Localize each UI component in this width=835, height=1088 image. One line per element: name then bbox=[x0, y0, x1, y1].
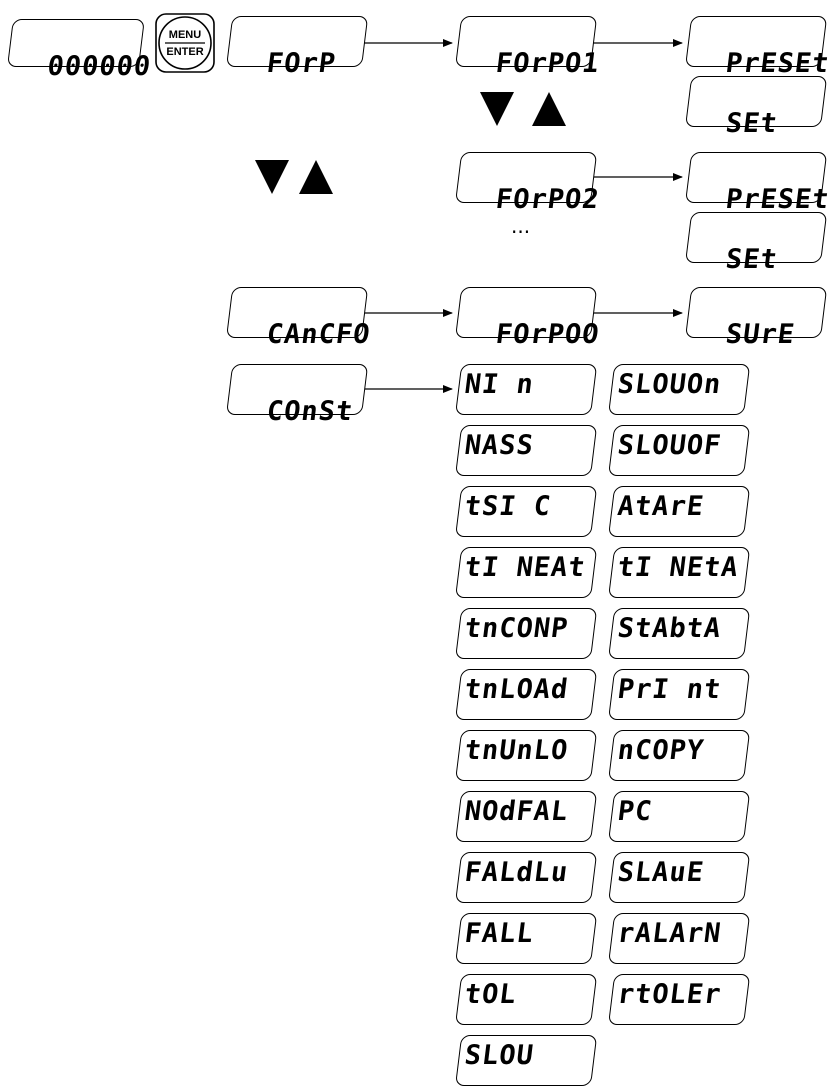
param-label: PC bbox=[615, 796, 655, 827]
menu-enter-button[interactable]: MENU ENTER bbox=[154, 12, 216, 74]
menu-forp00[interactable]: FOrPOO bbox=[455, 287, 601, 350]
menu-forp02-label: FOrPO2 bbox=[494, 184, 602, 215]
param-box[interactable]: FALL bbox=[455, 913, 598, 964]
param-box[interactable]: tnCONP bbox=[455, 608, 598, 659]
param-box[interactable]: SLOUOn bbox=[608, 364, 751, 415]
param-box[interactable]: SLOU bbox=[455, 1035, 598, 1086]
param-box[interactable]: tnUnLO bbox=[455, 730, 598, 781]
param-box[interactable]: NOdFAL bbox=[455, 791, 598, 842]
param-label: tnUnLO bbox=[462, 735, 571, 766]
param-box[interactable]: SLOUOF bbox=[608, 425, 751, 476]
menu-forp[interactable]: FOrP bbox=[226, 16, 369, 79]
enter-label: ENTER bbox=[166, 46, 203, 58]
param-label: tnLOAd bbox=[462, 674, 571, 705]
connector-arrows bbox=[362, 39, 683, 393]
down-arrow-icon bbox=[480, 92, 514, 126]
menu-forp00-label: FOrPOO bbox=[494, 319, 602, 350]
menu-forp01-set[interactable]: SEt bbox=[685, 76, 828, 139]
param-box[interactable]: tSI C bbox=[455, 486, 598, 537]
set-label: SEt bbox=[724, 108, 780, 139]
param-label: nCOPY bbox=[615, 735, 706, 766]
menu-sure[interactable]: SUrE bbox=[685, 287, 828, 350]
param-box[interactable]: StAbtA bbox=[608, 608, 751, 659]
param-box[interactable]: AtArE bbox=[608, 486, 751, 537]
menu-sure-label: SUrE bbox=[724, 319, 797, 350]
param-label: NASS bbox=[462, 430, 536, 461]
param-label: rALArN bbox=[615, 918, 724, 949]
preset-label: PrESEt bbox=[724, 184, 832, 215]
up-arrow-icon bbox=[532, 92, 566, 126]
param-label: NI n bbox=[462, 369, 536, 400]
param-box[interactable]: tI NEAt bbox=[455, 547, 598, 598]
param-box[interactable]: PrI nt bbox=[608, 669, 751, 720]
param-label: tI NEAt bbox=[462, 552, 588, 583]
param-box[interactable]: tI NEtA bbox=[608, 547, 751, 598]
param-label: SLOUOF bbox=[615, 430, 724, 461]
param-box[interactable]: SLAuE bbox=[608, 852, 751, 903]
param-label: FALL bbox=[462, 918, 536, 949]
menu-forp-label: FOrP bbox=[265, 48, 338, 79]
set-label: SEt bbox=[724, 244, 780, 275]
menu-forp01-preset[interactable]: PrESEt bbox=[685, 16, 831, 79]
param-box[interactable]: PC bbox=[608, 791, 751, 842]
param-box[interactable]: tnLOAd bbox=[455, 669, 598, 720]
menu-cancfo-label: CAnCFO bbox=[265, 319, 373, 350]
menu-forp02[interactable]: FOrPO2 bbox=[455, 152, 601, 215]
param-label: rtOLEr bbox=[615, 979, 724, 1010]
menu-const[interactable]: COnSt bbox=[226, 364, 369, 427]
menu-forp01-label: FOrPO1 bbox=[494, 48, 602, 79]
param-label: SLAuE bbox=[615, 857, 706, 888]
param-box[interactable]: rtOLEr bbox=[608, 974, 751, 1025]
param-label: StAbtA bbox=[615, 613, 724, 644]
menu-label: MENU bbox=[169, 29, 201, 41]
param-label: NOdFAL bbox=[462, 796, 571, 827]
param-box[interactable]: FALdLu bbox=[455, 852, 598, 903]
param-box[interactable]: NASS bbox=[455, 425, 598, 476]
down-arrow-icon bbox=[255, 160, 289, 194]
menu-forp02-preset[interactable]: PrESEt bbox=[685, 152, 831, 215]
menu-const-label: COnSt bbox=[265, 396, 356, 427]
param-label: tOL bbox=[462, 979, 519, 1010]
param-label: PrI nt bbox=[615, 674, 724, 705]
preset-label: PrESEt bbox=[724, 48, 832, 79]
display-box: 000000 bbox=[7, 19, 153, 82]
param-box[interactable]: nCOPY bbox=[608, 730, 751, 781]
param-label: tI NEtA bbox=[615, 552, 741, 583]
param-label: tSI C bbox=[462, 491, 553, 522]
param-box[interactable]: rALArN bbox=[608, 913, 751, 964]
param-label: tnCONP bbox=[462, 613, 571, 644]
param-label: FALdLu bbox=[462, 857, 571, 888]
param-label: SLOUOn bbox=[615, 369, 724, 400]
up-arrow-icon bbox=[299, 160, 333, 194]
param-box[interactable]: NI n bbox=[455, 364, 598, 415]
menu-forp01[interactable]: FOrPO1 bbox=[455, 16, 601, 79]
param-label: SLOU bbox=[462, 1040, 536, 1071]
menu-forp02-set[interactable]: SEt bbox=[685, 212, 828, 275]
param-box[interactable]: tOL bbox=[455, 974, 598, 1025]
menu-cancfo[interactable]: CAnCFO bbox=[226, 287, 372, 350]
display-value: 000000 bbox=[45, 51, 154, 82]
param-label: AtArE bbox=[615, 491, 706, 522]
ellipsis: ... bbox=[511, 214, 531, 238]
